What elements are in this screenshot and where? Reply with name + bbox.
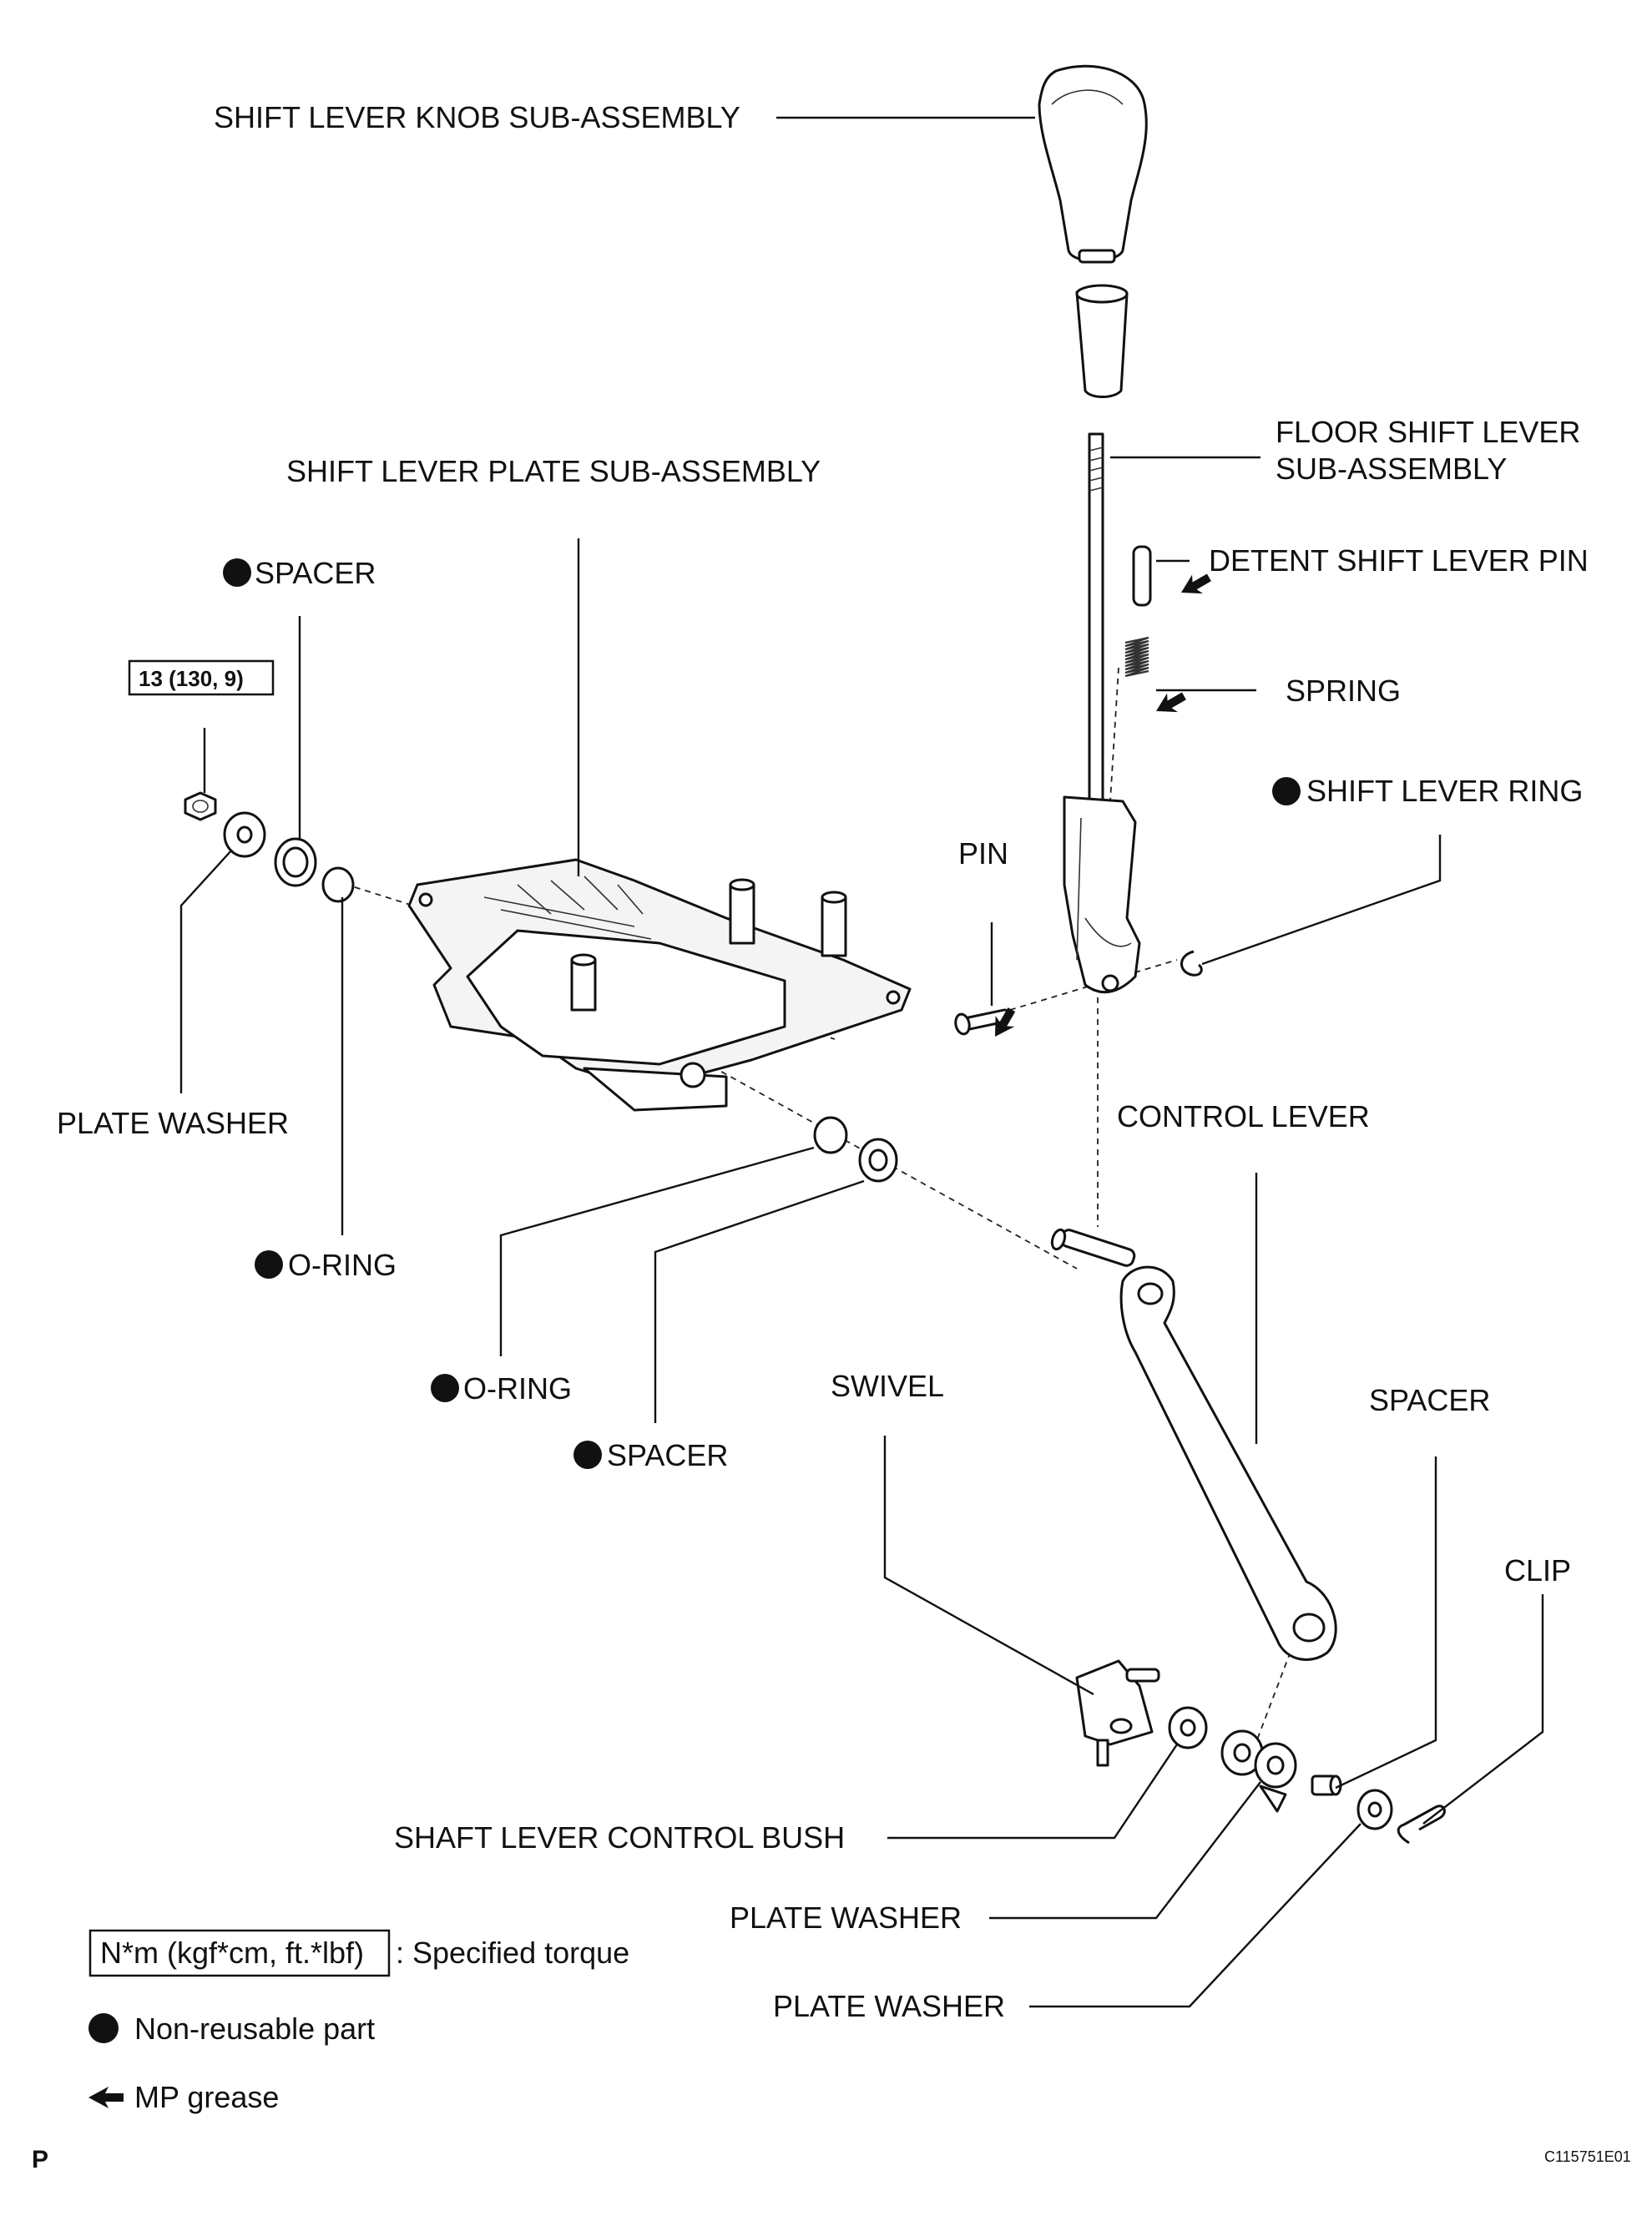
legend-torque-desc: : Specified torque <box>396 1936 629 1970</box>
plate-washer-1-part <box>1220 1729 1297 1813</box>
label-swivel: SWIVEL <box>831 1369 944 1403</box>
legend-non-reusable-dot-icon <box>88 2013 119 2043</box>
legend-torque-unit: N*m (kgf*cm, ft.*lbf) <box>100 1936 364 1970</box>
label-shaft-lever-control-bush: SHAFT LEVER CONTROL BUSH <box>394 1820 845 1855</box>
spring-part <box>1124 636 1149 678</box>
label-spacer-mid: SPACER <box>607 1438 728 1472</box>
non-reusable-dot-icon <box>1272 777 1301 805</box>
part-labels: SHIFT LEVER KNOB SUB-ASSEMBLY FLOOR SHIF… <box>57 100 1589 2023</box>
label-detent-pin: DETENT SHIFT LEVER PIN <box>1209 543 1589 578</box>
label-clip: CLIP <box>1504 1553 1571 1588</box>
spacer-top-part <box>274 837 317 887</box>
shaft-lever-control-bush-part <box>1168 1706 1208 1749</box>
plate-washer-left-part <box>223 811 266 858</box>
footer-code: P <box>32 2146 48 2173</box>
label-o-ring-1: O-RING <box>288 1248 397 1282</box>
legend-non-reusable: Non-reusable part <box>134 2012 375 2046</box>
label-plate-washer-2: PLATE WASHER <box>773 1989 1005 2023</box>
torque-value-box <box>128 659 275 696</box>
non-reusable-dot-icon <box>223 558 251 587</box>
floor-shift-lever-part <box>1063 432 1141 994</box>
label-floor-shift-lever-line2: SUB-ASSEMBLY <box>1276 452 1507 486</box>
shift-lever-plate-part <box>407 858 912 1112</box>
legend-grease: MP grease <box>134 2080 279 2114</box>
label-shift-lever-plate: SHIFT LEVER PLATE SUB-ASSEMBLY <box>286 454 821 488</box>
figure-id: C115751E01 <box>1544 2148 1631 2165</box>
non-reusable-dot-icon <box>573 1441 602 1469</box>
control-lever-part <box>1050 1228 1337 1661</box>
legend-grease-arrow-icon <box>88 2087 124 2108</box>
o-ring-2-part <box>813 1116 848 1154</box>
label-control-lever: CONTROL LEVER <box>1117 1099 1370 1133</box>
torque-value: 13 (130, 9) <box>139 666 244 691</box>
label-plate-washer-left: PLATE WASHER <box>57 1106 289 1140</box>
leader-lines <box>179 116 1544 2008</box>
swivel-part <box>1075 1659 1160 1767</box>
non-reusable-dot-icon <box>431 1374 459 1402</box>
grease-arrow-spring-icon <box>1156 692 1186 713</box>
label-spring: SPRING <box>1286 674 1401 708</box>
grease-arrows <box>995 573 1211 1037</box>
assembly-axis-lines <box>333 667 1299 1754</box>
label-shift-lever-ring: SHIFT LEVER RING <box>1306 774 1583 808</box>
label-floor-shift-lever-line1: FLOOR SHIFT LEVER <box>1276 415 1580 449</box>
detent-pin-part <box>1132 545 1152 607</box>
label-o-ring-2: O-RING <box>463 1371 572 1406</box>
shift-knob-part <box>1038 64 1148 264</box>
legend-torque-box <box>88 1929 391 1977</box>
label-plate-washer-1: PLATE WASHER <box>730 1901 962 1935</box>
grease-arrow-pin-icon <box>995 1007 1016 1037</box>
o-ring-1-part <box>321 866 355 903</box>
legend: N*m (kgf*cm, ft.*lbf) : Specified torque… <box>88 1929 629 2114</box>
label-spacer-top: SPACER <box>255 556 376 590</box>
plate-washer-2-part <box>1356 1789 1393 1830</box>
knob-insert-part <box>1075 284 1129 398</box>
non-reusable-dot-icon <box>255 1250 283 1279</box>
spacer-mid-part <box>858 1138 898 1183</box>
label-pin: PIN <box>958 836 1008 871</box>
shift-lever-ring-part <box>1180 950 1203 977</box>
nut-part <box>184 791 217 821</box>
grease-arrow-detent-pin-icon <box>1181 573 1211 594</box>
label-spacer-right: SPACER <box>1369 1383 1490 1417</box>
spacer-right-part <box>1311 1774 1342 1796</box>
label-shift-lever-knob: SHIFT LEVER KNOB SUB-ASSEMBLY <box>214 100 740 134</box>
